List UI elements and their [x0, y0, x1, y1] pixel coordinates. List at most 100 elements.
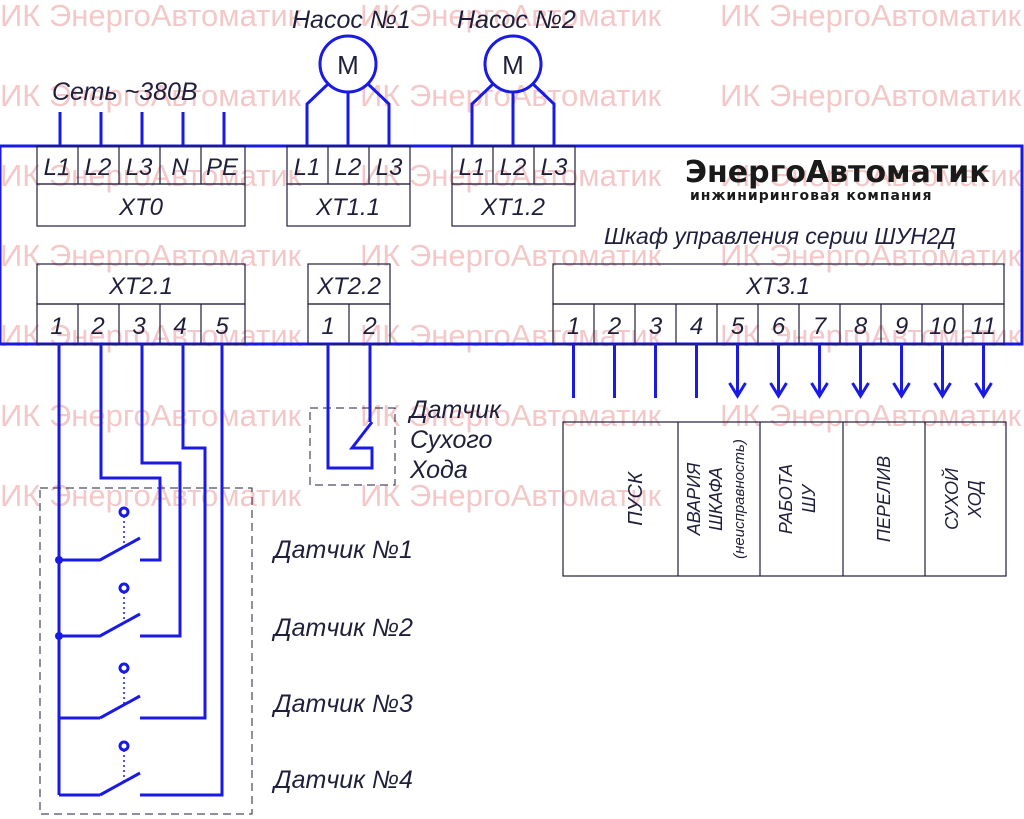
xt3-1-terminal: 11 — [971, 313, 996, 340]
xt2-1-name: XT2.1 — [108, 273, 173, 300]
watermark: ИК ЭнергоАвтоматик — [720, 78, 1022, 113]
xt3-1-terminal: 5 — [731, 313, 745, 340]
xt3-1-terminal: 8 — [854, 313, 868, 340]
watermark: ИК ЭнергоАвтоматик — [360, 398, 662, 433]
watermark: ИК ЭнергоАвтоматик — [0, 398, 302, 433]
output-arrow-icon — [810, 344, 829, 399]
pump-1: Насос №1 M — [292, 6, 411, 146]
pump-1-label: Насос №1 — [292, 6, 411, 34]
watermark: ИК ЭнергоАвтоматик — [0, 0, 302, 33]
sensor-2-label: Датчик №2 — [271, 614, 413, 642]
xt3-1-terminal: 7 — [813, 313, 828, 340]
xt3-1-name: XT3.1 — [745, 273, 810, 300]
watermark: ИК ЭнергоАвтоматик — [360, 478, 662, 513]
xt2-2-terminal: 2 — [362, 313, 376, 340]
terminal-block-xt0: L1 L2 L3 N PE XT0 — [36, 145, 246, 227]
dry-run-sensor-label: Датчик — [407, 396, 502, 424]
signal-overflow: ПЕРЕЛИВ — [874, 456, 894, 542]
terminal-block-xt1-1: L1 L2 L3 XT1.1 — [286, 145, 411, 227]
terminal-block-xt1-2: L1 L2 L3 XT1.2 — [451, 145, 576, 227]
watermark: ИК ЭнергоАвтоматик — [0, 478, 302, 513]
watermark: ИК ЭнергоАвтоматик — [0, 158, 302, 193]
pump-2-label: Насос №2 — [457, 6, 576, 34]
xt0-terminal: L1 — [44, 154, 71, 181]
xt1-2-terminal: L1 — [459, 154, 486, 181]
watermark: ИК ЭнергоАвтоматик — [360, 0, 662, 33]
output-arrow-icon — [933, 344, 952, 399]
watermark: ИК ЭнергоАвтоматик — [720, 398, 1022, 433]
terminal-block-xt2-1: XT2.1 1 2 3 4 5 — [36, 263, 246, 345]
signal-table: ПУСК АВАРИЯ ШКАФА (неисправность) РАБОТА… — [562, 421, 1007, 577]
xt3-1-terminal: 1 — [567, 313, 580, 340]
xt3-1-terminal: 10 — [929, 313, 956, 340]
watermark: ИК ЭнергоАвтоматик — [0, 78, 302, 113]
watermark: ИК ЭнергоАвтоматик — [360, 318, 662, 353]
company-logo: ЭнергоАвтоматик инжиниринговая компания — [685, 155, 990, 204]
xt3-1-terminal: 9 — [895, 313, 908, 340]
xt2-1-terminal: 5 — [215, 313, 229, 340]
watermark: ИК ЭнергоАвтоматик — [720, 318, 1022, 353]
watermark: ИК ЭнергоАвтоматик — [360, 78, 662, 113]
signal-cabinet-running: ШУ — [799, 483, 819, 513]
watermark: ИК ЭнергоАвтоматик — [0, 238, 302, 273]
xt1-1-terminal: L2 — [335, 154, 362, 181]
terminal-block-xt2-2: XT2.2 1 2 — [307, 263, 391, 345]
watermark: ИК ЭнергоАвтоматик — [0, 318, 302, 353]
dry-run-sensor: Датчик Сухого Хода — [309, 344, 502, 486]
level-sensors: Датчик №1 Датчик №2 Датчик №3 Датчик №4 — [39, 344, 413, 815]
sensor-3-label: Датчик №3 — [271, 690, 413, 718]
signal-cabinet-alarm-note: (неисправность) — [731, 439, 748, 559]
watermark-layer: ИК ЭнергоАвтоматик ИК ЭнергоАвтоматик ИК… — [0, 0, 1022, 513]
xt2-1-terminal: 1 — [50, 313, 63, 340]
signal-dry-run: ХОД — [965, 480, 985, 519]
sensor-1-label: Датчик №1 — [271, 536, 413, 564]
output-arrow-icon — [892, 344, 911, 399]
xt1-2-name: XT1.2 — [480, 194, 545, 221]
xt3-1-terminal: 3 — [649, 313, 663, 340]
xt1-1-terminal: L1 — [294, 154, 321, 181]
xt1-2-terminal: L3 — [541, 154, 568, 181]
xt0-terminal: PE — [206, 154, 239, 181]
watermark: ИК ЭнергоАвтоматик — [720, 158, 1022, 193]
signal-dry-run: СУХОЙ — [941, 468, 962, 530]
mains-wires — [58, 112, 226, 146]
dry-run-sensor-label: Хода — [409, 456, 468, 484]
signal-cabinet-alarm: ШКАФА — [706, 467, 726, 531]
watermark: ИК ЭнергоАвтоматик — [720, 238, 1022, 273]
pump-2: Насос №2 M — [457, 6, 576, 146]
xt2-2-terminal: 1 — [321, 313, 334, 340]
xt2-2-name: XT2.2 — [316, 273, 381, 300]
xt0-terminal: L3 — [126, 154, 153, 181]
xt2-1-terminal: 4 — [173, 313, 186, 340]
xt0-name: XT0 — [118, 194, 164, 221]
mains-label: Сеть ~380В — [52, 78, 198, 106]
xt1-1-name: XT1.1 — [315, 194, 380, 221]
xt3-1-terminal: 6 — [772, 313, 786, 340]
xt0-terminal: N — [171, 154, 189, 181]
motor-1-symbol: M — [337, 50, 359, 80]
output-arrow-icon — [974, 344, 993, 399]
xt1-1-terminal: L3 — [376, 154, 403, 181]
output-arrow-icon — [728, 344, 747, 399]
xt2-1-terminal: 3 — [132, 313, 146, 340]
watermark: ИК ЭнергоАвтоматик — [360, 238, 662, 273]
watermark: ИК ЭнергоАвтоматик — [720, 0, 1022, 33]
signal-cabinet-alarm: АВАРИЯ — [684, 462, 704, 536]
output-arrow-icon — [769, 344, 788, 399]
motor-2-symbol: M — [502, 50, 524, 80]
output-arrow-icon — [851, 344, 870, 399]
signal-cabinet-running: РАБОТА — [776, 464, 796, 534]
signal-start: ПУСК — [625, 471, 647, 526]
xt3-1-terminal: 4 — [690, 313, 703, 340]
xt0-terminal: L2 — [85, 154, 112, 181]
logo-sub-text: инжиниринговая компания — [690, 188, 932, 204]
xt1-2-terminal: L2 — [500, 154, 527, 181]
logo-main-text: ЭнергоАвтоматик — [685, 155, 990, 190]
dry-run-sensor-label: Сухого — [410, 426, 492, 454]
cabinet-title: Шкаф управления серии ШУН2Д — [604, 223, 956, 249]
xt2-1-terminal: 2 — [90, 313, 104, 340]
xt3-1-terminal: 2 — [607, 313, 621, 340]
sensor-4-label: Датчик №4 — [271, 766, 413, 794]
